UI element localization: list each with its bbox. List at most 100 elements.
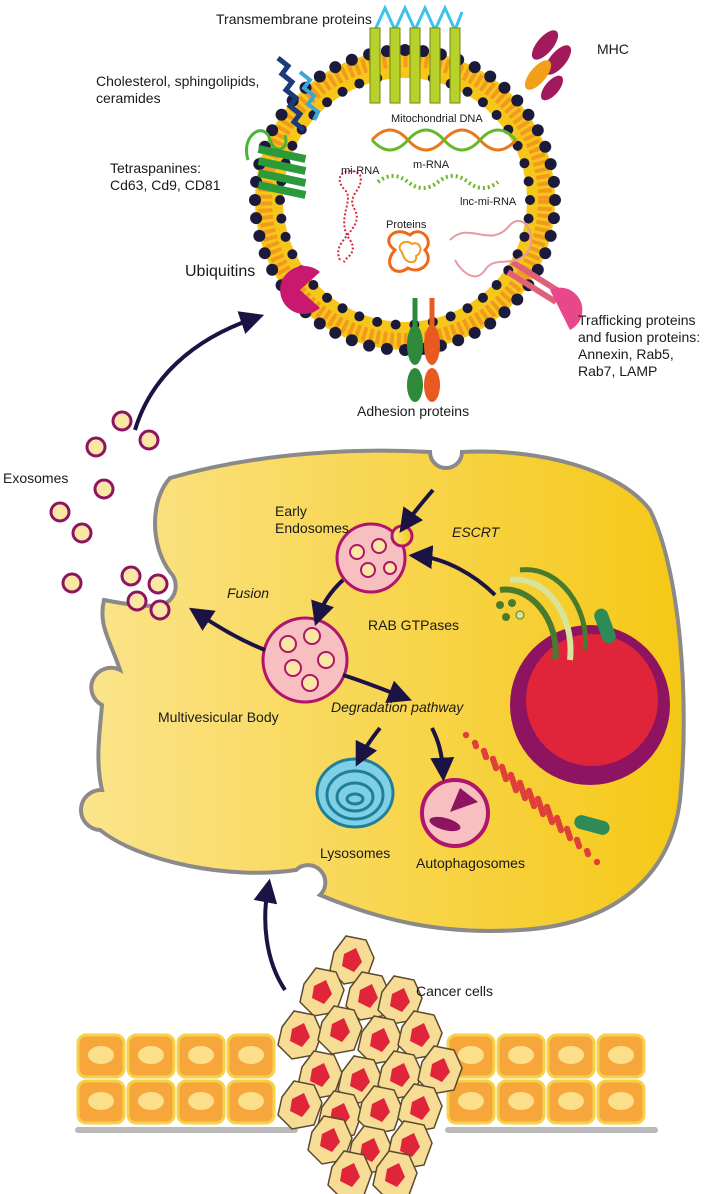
membrane-dot — [280, 231, 291, 242]
membrane-dot — [372, 316, 383, 327]
membrane-dot — [525, 195, 535, 205]
tetraspanine-icon — [244, 129, 307, 199]
epithelial-nucleus — [88, 1046, 114, 1064]
cancer-cell-nucleus — [410, 1023, 430, 1047]
membrane-dot — [313, 70, 326, 83]
membrane-dot — [258, 247, 271, 260]
er-ribosome — [502, 775, 510, 783]
autophagosome — [420, 778, 490, 848]
membrane-dot — [511, 94, 524, 107]
label-trafficking-2: and fusion proteins: — [578, 329, 700, 345]
epithelium-left — [76, 1033, 276, 1125]
membrane-dot — [462, 86, 473, 97]
epithelial-nucleus — [458, 1046, 484, 1064]
epithelial-nucleus — [238, 1092, 264, 1110]
er-ribosome — [566, 834, 574, 842]
membrane-dot — [287, 249, 298, 260]
label-proteins: Proteins — [386, 219, 427, 231]
exosome-membrane-wave — [258, 53, 552, 347]
membrane-dot — [249, 194, 261, 206]
membrane-dot — [547, 212, 560, 225]
membrane-dot — [491, 109, 502, 120]
membrane-dot — [329, 61, 342, 74]
membrane-dot — [354, 78, 365, 89]
membrane-dot — [531, 263, 544, 276]
arrow-degradation — [342, 673, 412, 703]
nucleus — [510, 625, 670, 785]
membrane-dot — [519, 231, 530, 242]
membrane-dot — [462, 303, 473, 314]
membrane-dot — [477, 97, 488, 108]
membrane-dot — [477, 292, 488, 303]
label-rab: RAB GTPases — [368, 617, 459, 633]
membrane-dot — [511, 293, 524, 306]
mhc-icon — [524, 30, 572, 101]
membrane-dot — [345, 334, 358, 347]
membrane-dot — [275, 195, 285, 205]
epithelial-nucleus — [458, 1092, 484, 1110]
label-early-1: Early — [275, 503, 307, 519]
mitochondrial-dna-icon — [370, 128, 518, 152]
lnc-mirna-icon — [449, 220, 533, 278]
multivesicular-body — [261, 616, 349, 704]
cancer-cell-nucleus — [342, 948, 362, 972]
er-ribosome — [521, 794, 529, 802]
exosome-particle — [126, 590, 148, 612]
label-trafficking-1: Trafficking proteins — [578, 312, 696, 328]
membrane-dot — [253, 229, 266, 242]
membrane-dot — [544, 229, 557, 242]
label-mvb: Multivesicular Body — [158, 709, 279, 725]
label-trafficking-4: Rab7, LAMP — [578, 363, 657, 379]
sphingolipid-icon — [298, 70, 321, 121]
label-mhc: MHC — [597, 41, 629, 57]
membrane-dot — [313, 317, 326, 330]
cancer-cell-nucleus — [410, 1096, 430, 1120]
epithelial-nucleus — [558, 1046, 584, 1064]
label-trafficking-3: Annexin, Rab5, — [578, 346, 674, 362]
membrane-dot — [363, 339, 376, 352]
pathway-arrows — [188, 488, 497, 782]
membrane-dot — [266, 124, 279, 137]
cancer-cell-nucleus — [370, 1028, 390, 1052]
er-ribosome — [548, 818, 556, 826]
label-tetraspanines-2: Cd63, Cd9, CD81 — [110, 177, 221, 193]
arrow-escrt — [408, 545, 497, 597]
epithelial-nucleus — [508, 1092, 534, 1110]
proteins-icon — [387, 230, 430, 273]
exosome-particle — [93, 478, 115, 500]
membrane-dot — [498, 81, 511, 94]
exosome-particle — [61, 572, 83, 594]
exosome-particle — [149, 599, 171, 621]
er-ribosome — [575, 842, 583, 850]
er-ribosome — [593, 858, 601, 866]
label-mirna: mi-RNA — [341, 165, 380, 177]
cholesterol-icon — [276, 56, 306, 132]
membrane-dot — [250, 212, 263, 225]
label-ubiquitins: Ubiquitins — [185, 263, 255, 280]
epithelial-nucleus — [138, 1092, 164, 1110]
membrane-dot — [539, 247, 552, 260]
arrow-to-mvb — [311, 578, 345, 627]
membrane-dot — [484, 70, 497, 83]
exosome-particle — [49, 501, 71, 523]
membrane-dot — [468, 61, 481, 74]
ubiquitin-icon — [280, 266, 320, 314]
er-ribosome — [482, 753, 490, 761]
cancer-cell-nucleus — [370, 1098, 390, 1122]
label-lysosomes: Lysosomes — [320, 845, 390, 861]
cancer-cell-nucleus — [430, 1058, 450, 1082]
er-ribosome — [557, 826, 565, 834]
label-transmembrane: Transmembrane proteins — [216, 11, 372, 27]
endoplasmic-reticulum — [462, 731, 601, 866]
membrane-dot — [308, 280, 319, 291]
membrane-dot — [445, 311, 456, 322]
epithelial-nucleus — [188, 1092, 214, 1110]
epithelial-nucleus — [238, 1046, 264, 1064]
er-ribosome — [584, 850, 592, 858]
membrane-dot — [512, 249, 523, 260]
cancer-cell-cluster — [277, 935, 463, 1194]
membrane-dot — [337, 86, 348, 97]
mirna-icon — [337, 170, 362, 263]
membrane-dot — [549, 194, 561, 206]
er-ribosome — [462, 731, 470, 739]
